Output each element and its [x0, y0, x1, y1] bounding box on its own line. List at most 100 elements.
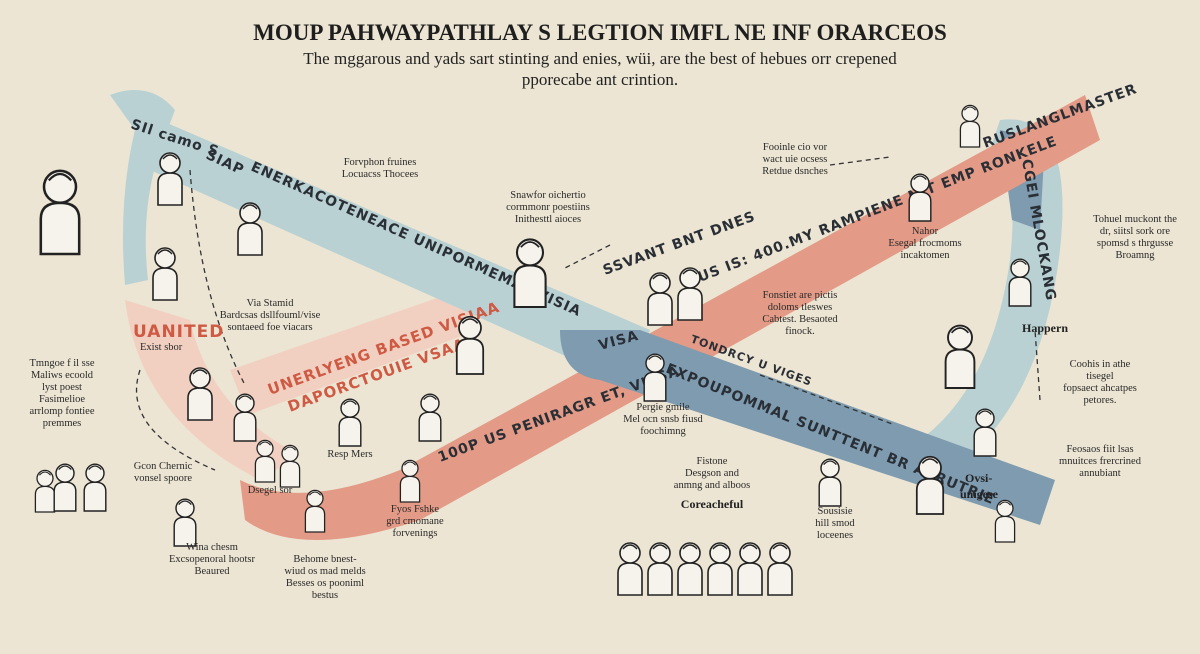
- dashed-arrow: [189, 169, 246, 386]
- salmon-main-band: [240, 95, 1100, 540]
- annotation-note-line: bestus: [312, 590, 338, 601]
- annotation-note-line: Locuacss Thocees: [342, 169, 418, 180]
- label-coreacheful: Coreacheful: [681, 497, 744, 511]
- annotation-note-line: forvenings: [393, 528, 438, 539]
- annotation-note-line: wact uie ocsess: [763, 154, 828, 165]
- annotation-note-line: Fistone: [697, 456, 728, 467]
- annotation-note-line: doloms tleswes: [768, 302, 832, 313]
- ovsi-label-2: unigese: [960, 487, 999, 501]
- annotation-note-line: foochimng: [640, 426, 686, 437]
- annotation-note-line: Fooinle cio vor: [763, 142, 828, 153]
- annotation-note-line: lyst poest: [42, 382, 82, 393]
- person-icon: [513, 238, 547, 309]
- dashed-arrow: [829, 156, 891, 166]
- pale-pink-band: [230, 290, 478, 415]
- annotation-note-line: Wina chesm: [186, 542, 238, 553]
- annotation-note-line: Excsopenoral hootsr: [169, 554, 256, 565]
- annotation-note-line: Mel ocn snsb fiusd: [623, 414, 703, 425]
- person-icon: [304, 489, 326, 533]
- person-icon: [53, 463, 77, 512]
- annotation-note-line: Tohuel muckont the: [1093, 214, 1177, 225]
- annotation-note-line: loceenes: [817, 530, 853, 541]
- annotation-note-line: Fonstiet are pictis: [763, 290, 838, 301]
- light-blue-band: [150, 120, 650, 385]
- annotation-note-line: vonsel spoore: [134, 473, 192, 484]
- person-icon: [677, 267, 703, 321]
- annotation-note-line: wiud os mad melds: [284, 566, 365, 577]
- person-icon: [647, 272, 673, 326]
- person-icon: [959, 104, 981, 148]
- person-icon: [279, 444, 301, 488]
- annotation-note-line: Bardcsas dsllfouml/vise: [220, 310, 321, 321]
- person-icon: [418, 393, 442, 442]
- annotation-note-line: finock.: [785, 326, 814, 337]
- dashed-arrow: [759, 374, 896, 426]
- annotation-note-line: cormmonr poestiins: [506, 202, 590, 213]
- person-icon: [617, 542, 643, 596]
- person-icon: [677, 542, 703, 596]
- person-icon: [915, 455, 945, 515]
- person-icon: [152, 247, 178, 301]
- annotation-note-line: Gcon Chernic: [134, 461, 193, 472]
- person-icon: [399, 459, 421, 503]
- annotation-note-line: Feosaos fiit lsas: [1066, 444, 1133, 455]
- person-icon: [707, 542, 733, 596]
- person-icon: [34, 469, 56, 513]
- annotation-note-line: dr, siitsl sork ore: [1100, 226, 1170, 237]
- person-icon: [767, 542, 793, 596]
- annotation-note-line: Cabtest. Besaoted: [762, 314, 838, 325]
- annotation-note-line: Retdue dsnches: [762, 166, 828, 177]
- annotation-note-line: Tmngoe f il sse: [29, 358, 94, 369]
- label-happern: Happern: [1022, 321, 1068, 335]
- person-icon: [944, 324, 976, 389]
- band-label-uanited: UANITED: [133, 322, 224, 342]
- subtitle-line-1: The mggarous and yads sart stinting and …: [303, 49, 897, 68]
- person-icon: [973, 408, 997, 457]
- annotation-note-line: annubiant: [1079, 468, 1120, 479]
- person-icon: [157, 152, 183, 206]
- person-icon: [994, 499, 1016, 543]
- person-icon: [737, 542, 763, 596]
- annotation-note-line: Behome bnest-: [293, 554, 357, 565]
- person-icon: [1008, 258, 1032, 307]
- annotation-note-line: spomsd s thrgusse: [1097, 238, 1174, 249]
- uanited-subtext: Exist sbor: [140, 342, 183, 353]
- page-title: MOUP PAHWAYPATHLAY S LEGTION IMFL NE INF…: [253, 20, 947, 45]
- subtitle-line-2: pporecabe ant crintion.: [522, 70, 678, 89]
- annotation-note-line: hill smod: [815, 518, 855, 529]
- person-icon: [455, 315, 485, 375]
- annotation-note-line: anmng and alboos: [674, 480, 750, 491]
- annotation-note-line: tisegel: [1086, 371, 1113, 382]
- person-icon: [338, 398, 362, 447]
- ovsi-label-1: Ovsi-: [965, 471, 992, 485]
- person-icon: [254, 439, 276, 483]
- annotation-note-line: Coohis in athe: [1070, 359, 1131, 370]
- person-icon: [39, 169, 81, 256]
- annotation-note-line: premmes: [43, 418, 82, 429]
- annotation-note-line: mnuitces frercrined: [1059, 456, 1142, 467]
- annotation-note-line: grd cmomane: [386, 516, 444, 527]
- annotation-note-line: Besses os pooniml: [286, 578, 364, 589]
- annotation-note-line: Via Stamid: [247, 298, 295, 309]
- person-icon: [233, 393, 257, 442]
- annotation-note-line: arrlomp fontiee: [29, 406, 94, 417]
- annotation-note-line: Fasimelioe: [39, 394, 85, 405]
- person-icon: [237, 202, 263, 256]
- person-icon: [173, 498, 197, 547]
- label-resp-mers: Resp Mers: [327, 449, 372, 460]
